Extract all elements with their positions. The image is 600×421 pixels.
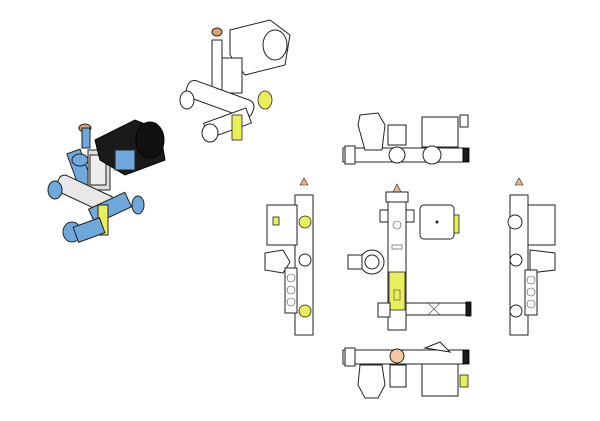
isometric-color-view [47, 119, 166, 243]
top-view [342, 112, 470, 165]
left-view [264, 177, 314, 336]
front-view [347, 183, 472, 331]
isometric-line-view [179, 19, 291, 143]
right-view [507, 177, 556, 336]
bottom-view [342, 341, 470, 399]
